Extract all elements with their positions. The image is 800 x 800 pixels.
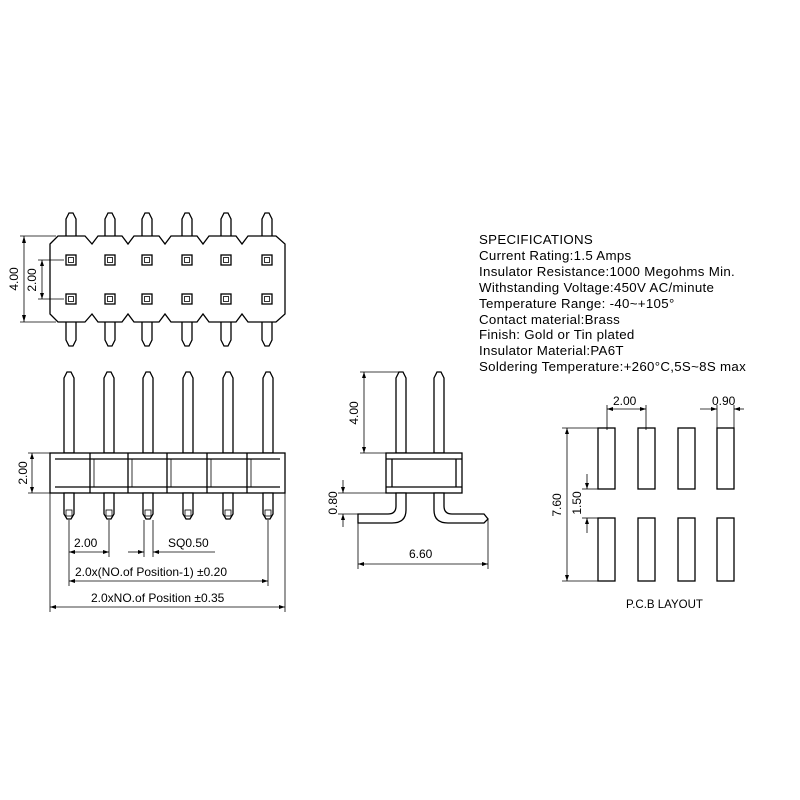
top-square-lower-6 [261, 293, 273, 305]
front-pin-6 [262, 371, 274, 454]
front-pin-tail-1 [63, 492, 75, 520]
top-view-pin-squares [65, 254, 273, 305]
front-pin-5 [222, 371, 234, 454]
front-view: 2.00 2.00 SQ0.50 2.0x(NO.of Position-1) … [16, 371, 286, 612]
top-square-upper-inner-2 [107, 257, 113, 263]
top-square-upper-1 [65, 254, 77, 266]
front-pin-tail-6 [262, 492, 274, 520]
front-pin-tail-square-5 [224, 509, 232, 517]
pcb-row-span-dimension: 7.60 [550, 493, 564, 517]
front-view-overall-dimension: 2.0xNO.of Position ±0.35 [91, 591, 225, 605]
front-pin-tail-3 [142, 492, 154, 520]
top-square-upper-6 [261, 254, 273, 266]
front-pin-tail-2 [103, 492, 115, 520]
pcb-pad-lower-3 [677, 517, 696, 582]
front-view-pitch-dimension: 2.00 [74, 536, 98, 550]
top-square-lower-3 [141, 293, 153, 305]
front-pin-tail-square-2 [105, 509, 113, 517]
side-view: 4.00 0.80 6.60 [326, 371, 489, 569]
top-view-lower-pins [65, 317, 273, 347]
front-view-body-height-dimension: 2.00 [16, 461, 30, 485]
pcb-pad-upper-4 [716, 427, 735, 490]
front-pin-3 [142, 371, 154, 454]
pcb-layout-label: P.C.B LAYOUT [626, 599, 703, 611]
front-view-pin-span-dimension: 2.0x(NO.of Position-1) ±0.20 [75, 565, 227, 579]
top-square-lower-4 [181, 293, 193, 305]
pcb-pitch-dimension: 2.00 [613, 394, 637, 408]
specifications-block: SPECIFICATIONS Current Rating:1.5 Amps I… [479, 232, 746, 375]
front-pin-1 [63, 371, 75, 454]
top-square-lower-2 [104, 293, 116, 305]
front-pin-4 [182, 371, 194, 454]
side-view-housing [385, 452, 463, 494]
side-view-pin-length-dimension: 4.00 [347, 401, 361, 425]
pcb-pads [597, 427, 735, 582]
side-view-offset-dimension: 0.80 [326, 491, 340, 515]
top-square-lower-inner-5 [223, 296, 229, 302]
spec-contact-material: Contact material:Brass [479, 311, 621, 327]
pcb-pad-lower-2 [637, 517, 656, 582]
side-view-pin-right [433, 371, 445, 454]
pcb-layout: 2.00 0.90 7.60 1.50 P.C.B LAYOUT [550, 394, 744, 611]
top-square-upper-inner-1 [68, 257, 74, 263]
top-square-upper-inner-4 [184, 257, 190, 263]
spec-finish: Finish: Gold or Tin plated [479, 327, 635, 343]
top-view-upper-pins [65, 212, 273, 241]
top-square-upper-inner-6 [264, 257, 270, 263]
top-view-row-pitch-dimension: 2.00 [25, 268, 39, 292]
top-square-upper-inner-5 [223, 257, 229, 263]
spec-insulator-resistance: Insulator Resistance:1000 Megohms Min. [479, 263, 736, 279]
top-square-lower-inner-3 [144, 296, 150, 302]
pcb-pad-upper-2 [637, 427, 656, 490]
top-square-lower-inner-1 [68, 296, 74, 302]
pcb-gap-dimension: 1.50 [570, 491, 584, 515]
front-pin-tail-4 [182, 492, 194, 520]
side-view-tail-right [433, 492, 489, 524]
front-view-pin-tails [63, 492, 274, 520]
spec-temperature-range: Temperature Range: -40~+105° [479, 295, 675, 311]
front-pin-2 [103, 371, 115, 454]
spec-insulator-material: Insulator Material:PA6T [479, 343, 624, 359]
pcb-pad-width-dimension: 0.90 [712, 394, 736, 408]
spec-current-rating: Current Rating:1.5 Amps [479, 247, 632, 263]
pcb-pad-lower-4 [716, 517, 735, 582]
spec-soldering-temperature: Soldering Temperature:+260°C,5S~8S max [479, 359, 747, 375]
top-square-lower-inner-4 [184, 296, 190, 302]
pcb-pad-upper-1 [597, 427, 616, 490]
front-pin-tail-5 [222, 492, 234, 520]
top-square-upper-4 [181, 254, 193, 266]
front-view-square-dimension: SQ0.50 [168, 536, 209, 550]
side-view-tail-left [357, 492, 407, 524]
front-pin-tail-square-6 [264, 509, 272, 517]
front-view-housing-dividers [55, 453, 280, 493]
top-square-lower-1 [65, 293, 77, 305]
top-square-upper-inner-3 [144, 257, 150, 263]
top-view-height-dimension: 4.00 [7, 267, 21, 291]
top-square-upper-5 [220, 254, 232, 266]
top-view-housing [49, 235, 286, 323]
top-square-upper-2 [104, 254, 116, 266]
front-pin-tail-square-1 [65, 509, 73, 517]
pcb-pad-upper-3 [677, 427, 696, 490]
front-view-pins [63, 371, 274, 454]
top-square-lower-inner-2 [107, 296, 113, 302]
top-square-lower-inner-6 [264, 296, 270, 302]
spec-withstanding-voltage: Withstanding Voltage:450V AC/minute [479, 279, 715, 295]
top-view: 4.00 2.00 [7, 212, 286, 347]
front-pin-tail-square-4 [184, 509, 192, 517]
top-square-lower-5 [220, 293, 232, 305]
side-view-depth-dimension: 6.60 [409, 547, 433, 561]
pcb-pad-lower-1 [597, 517, 616, 582]
side-view-pin-left [395, 371, 407, 454]
top-square-upper-3 [141, 254, 153, 266]
front-pin-tail-square-3 [144, 509, 152, 517]
specifications-title: SPECIFICATIONS [479, 232, 594, 247]
